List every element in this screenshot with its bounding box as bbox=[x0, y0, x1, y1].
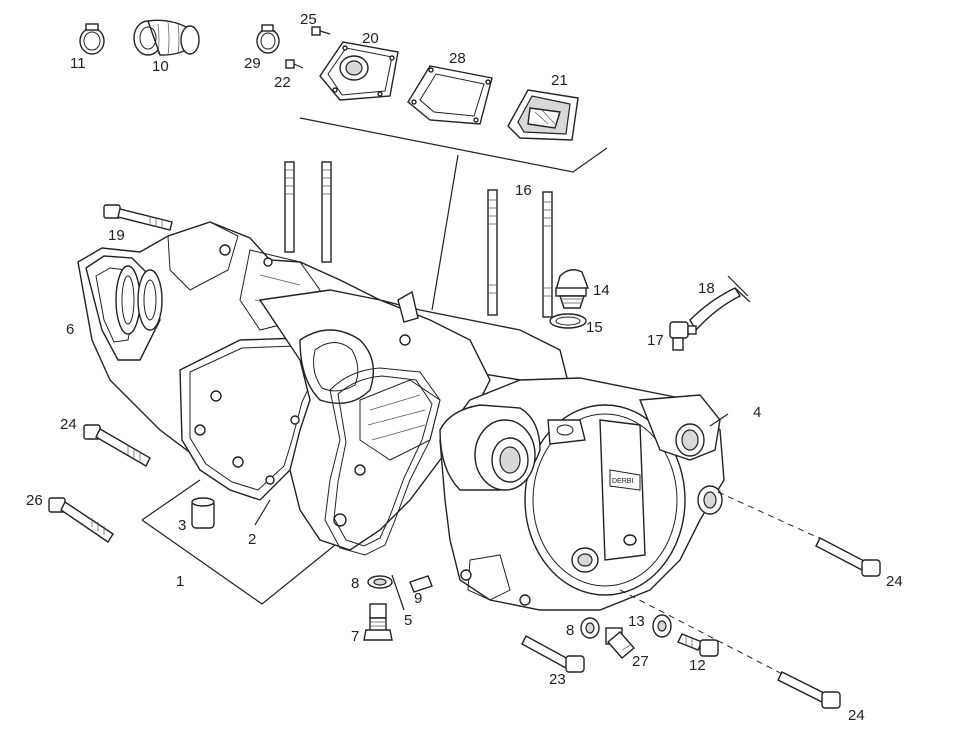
callout-6: 6 bbox=[66, 321, 74, 338]
callout-19: 19 bbox=[108, 227, 125, 244]
callout-9: 9 bbox=[414, 590, 422, 607]
callout-15: 15 bbox=[586, 319, 603, 336]
part-17-hose-fitting bbox=[669, 321, 697, 351]
callout-25: 25 bbox=[300, 11, 317, 28]
part-7-drain-plug bbox=[363, 603, 393, 641]
callout-11: 11 bbox=[70, 55, 86, 72]
part-23-bolt bbox=[521, 635, 585, 673]
crankcase-group-bracket bbox=[141, 479, 336, 605]
part-28-reed-gasket bbox=[407, 65, 493, 125]
part-29-hose-clamp bbox=[256, 24, 280, 54]
callout-21: 21 bbox=[551, 72, 568, 89]
intake-group-bracket bbox=[299, 117, 608, 173]
callout-20: 20 bbox=[362, 30, 379, 47]
callout-4: 4 bbox=[753, 404, 761, 421]
callout-22: 22 bbox=[274, 74, 291, 91]
part-crankcase-center bbox=[258, 289, 491, 551]
part-14-oil-filler-cap bbox=[555, 269, 589, 309]
callout-10: 10 bbox=[152, 58, 169, 75]
part-20-intake-manifold bbox=[319, 41, 399, 101]
part-4-clutch-cover: DERBI bbox=[439, 377, 725, 611]
part-15-o-ring bbox=[549, 313, 587, 329]
callout-5: 5 bbox=[404, 612, 412, 629]
cover-4-leader bbox=[709, 413, 729, 427]
callout-12: 12 bbox=[689, 657, 706, 674]
part-19-bolt bbox=[103, 204, 173, 231]
part-10-intake-sleeve bbox=[133, 19, 200, 56]
callout-8-right: 8 bbox=[566, 622, 574, 639]
callout-29: 29 bbox=[244, 55, 261, 72]
callout-8-left: 8 bbox=[351, 575, 359, 592]
part-3-dowel-pin bbox=[191, 497, 215, 529]
part-8-washer-left bbox=[367, 575, 393, 589]
part-11-hose-clamp bbox=[79, 23, 105, 55]
part-18-breather-hose bbox=[689, 275, 751, 332]
part-24-bolt-right bbox=[717, 491, 881, 577]
part-16-studs bbox=[284, 161, 553, 318]
part-13-washer bbox=[652, 614, 672, 638]
gasket-5-leader bbox=[391, 574, 405, 611]
cover-logo-text: DERBI bbox=[612, 478, 633, 485]
callout-27: 27 bbox=[632, 653, 649, 670]
part-27-plug bbox=[605, 627, 635, 659]
callout-3: 3 bbox=[178, 517, 186, 534]
intake-leader-line bbox=[431, 154, 459, 311]
callout-24-left: 24 bbox=[60, 416, 77, 433]
callout-2: 2 bbox=[248, 531, 256, 548]
callout-16: 16 bbox=[515, 182, 532, 199]
callout-26: 26 bbox=[26, 492, 43, 509]
callout-23: 23 bbox=[549, 671, 566, 688]
part-24-bolt-bottom bbox=[619, 589, 841, 709]
callout-24-right: 24 bbox=[886, 573, 903, 590]
part-24-bolt-left bbox=[83, 424, 151, 467]
part-5-cover-gasket bbox=[324, 367, 441, 556]
part-26-bolt bbox=[48, 497, 114, 543]
part-8-washer-right bbox=[580, 617, 600, 639]
callout-7: 7 bbox=[351, 628, 359, 645]
part-21-reed-valve bbox=[507, 89, 579, 141]
callout-13: 13 bbox=[628, 613, 645, 630]
part-9-dowel-pin bbox=[409, 575, 433, 593]
callout-28: 28 bbox=[449, 50, 466, 67]
callout-14: 14 bbox=[593, 282, 610, 299]
callout-24-bottom: 24 bbox=[848, 707, 865, 724]
callout-1: 1 bbox=[176, 573, 184, 590]
part-12-bolt bbox=[677, 633, 719, 657]
callout-17: 17 bbox=[647, 332, 664, 349]
gasket-2-leader bbox=[254, 499, 271, 526]
callout-18: 18 bbox=[698, 280, 715, 297]
part-25-screw bbox=[311, 26, 331, 36]
part-22-screw bbox=[285, 59, 304, 69]
part-drive-boss bbox=[439, 404, 541, 491]
